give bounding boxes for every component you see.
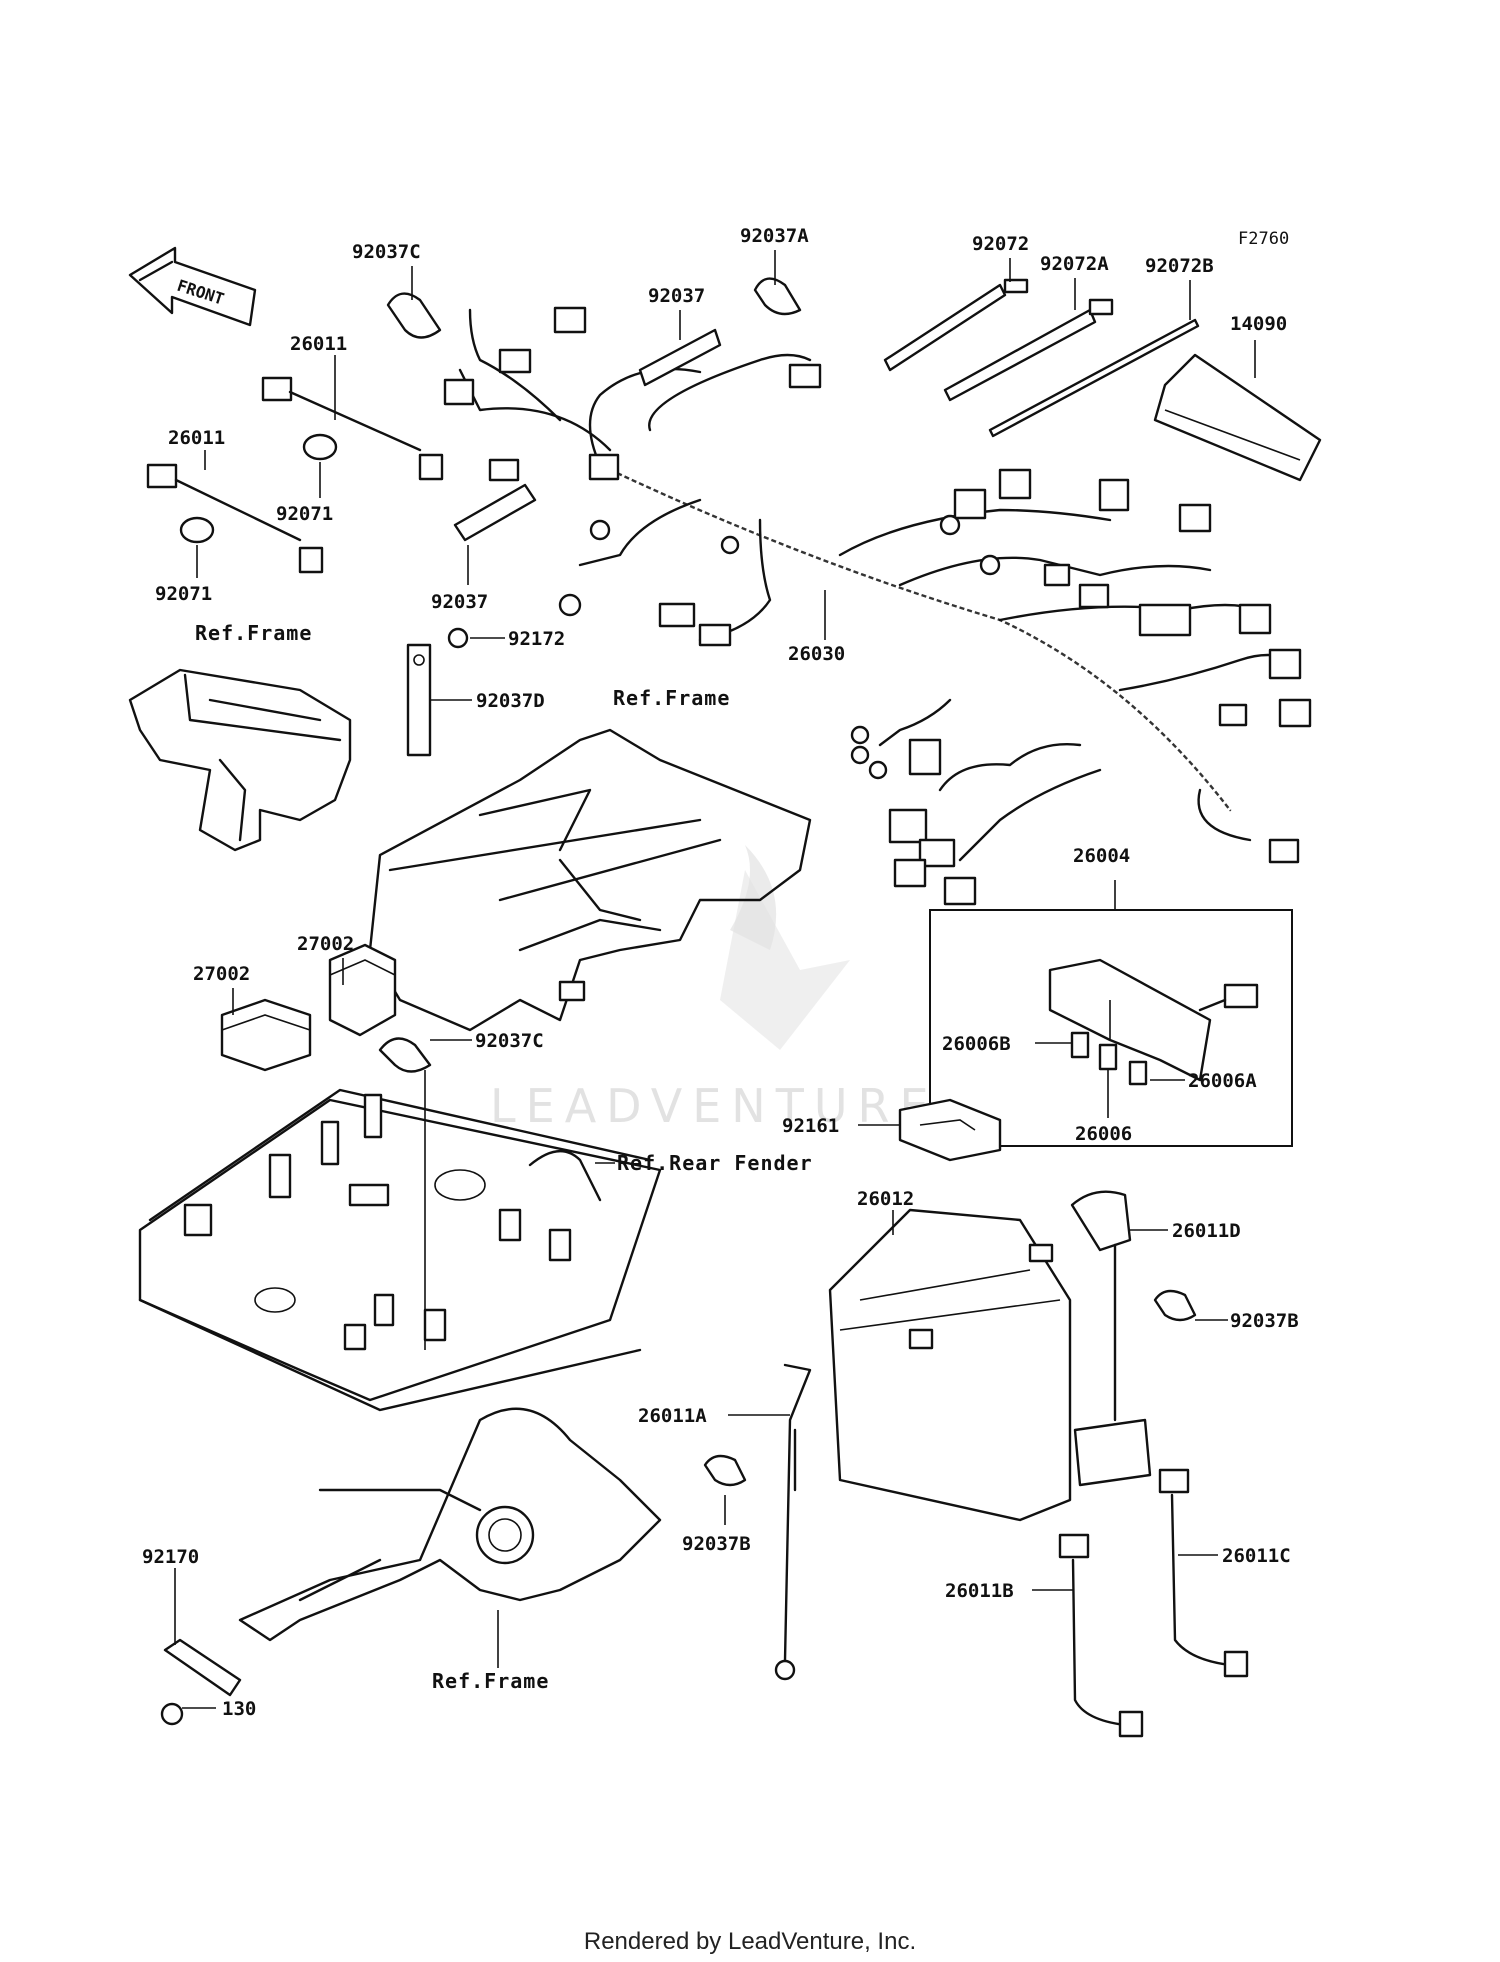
cable-26011A — [774, 1363, 812, 1681]
sub-harness-26011-lower — [146, 463, 324, 574]
cable-26011C — [1158, 1468, 1249, 1678]
label-27002-lower: 27002 — [193, 963, 250, 985]
stay-92170 — [163, 1638, 242, 1697]
tie-92072 — [883, 278, 1029, 372]
clamp-92037C-top — [386, 292, 442, 339]
tie-92072A — [943, 298, 1114, 402]
label-92037A: 92037A — [740, 225, 809, 247]
label-92037-mid: 92037 — [431, 591, 488, 613]
junction-box-26004 — [1048, 958, 1259, 1082]
cover-14090 — [1153, 353, 1322, 482]
band-92037-top — [638, 328, 722, 387]
sub-harness-26011-upper — [261, 376, 444, 481]
label-92037C-top: 92037C — [352, 241, 421, 263]
label-92037C-mid: 92037C — [475, 1030, 544, 1052]
label-92072B: 92072B — [1145, 255, 1214, 277]
label-26011B: 26011B — [945, 1580, 1014, 1602]
label-92170: 92170 — [142, 1546, 199, 1568]
label-26006B: 26006B — [942, 1033, 1011, 1055]
grommet-92071-lower — [179, 516, 215, 544]
group-box-26004 — [929, 909, 1293, 1147]
label-14090: 14090 — [1230, 313, 1287, 335]
label-92037: 92037 — [648, 285, 705, 307]
label-92161: 92161 — [782, 1115, 839, 1137]
frame-lower-left — [238, 1407, 662, 1642]
cable-26011B — [1058, 1533, 1144, 1738]
label-92071-lower: 92071 — [155, 583, 212, 605]
label-26011-upper: 26011 — [290, 333, 347, 355]
part-labels: 92037C 92037A 92037 92072 92072A 92072B … — [142, 225, 1299, 1720]
grommet-92071-upper — [302, 433, 338, 461]
bolt-130 — [160, 1702, 184, 1726]
fuse-26006 — [1098, 1043, 1118, 1071]
label-26030: 26030 — [788, 643, 845, 665]
label-130: 130 — [222, 1698, 256, 1720]
leader-lines — [174, 250, 1256, 1709]
diagram-code: F2760 — [1238, 229, 1289, 249]
watermark: LEADVENTURE — [490, 845, 939, 1133]
footer-credit: Rendered by LeadVenture, Inc. — [583, 1928, 917, 1955]
cable-26011D — [1070, 1190, 1152, 1487]
relay-27002-lower — [220, 998, 312, 1072]
label-92072A: 92072A — [1040, 253, 1109, 275]
clamp-92037B-left — [703, 1454, 747, 1487]
label-26006A: 26006A — [1188, 1070, 1257, 1092]
frame-center — [368, 728, 812, 1032]
label-26011-lower: 26011 — [168, 427, 225, 449]
label-26004: 26004 — [1073, 845, 1130, 867]
label-26011C: 26011C — [1222, 1545, 1291, 1567]
clamp-92037C-mid — [378, 1037, 432, 1350]
label-92037B-left: 92037B — [682, 1533, 751, 1555]
watermark-text: LEADVENTURE — [490, 1079, 939, 1133]
ref-frame-lower: Ref.Frame — [432, 1669, 549, 1693]
battery-26012 — [828, 1208, 1072, 1522]
label-92172: 92172 — [508, 628, 565, 650]
fuse-26006A — [1128, 1060, 1148, 1086]
label-26011D: 26011D — [1172, 1220, 1241, 1242]
label-92071-upper: 92071 — [276, 503, 333, 525]
clamp-92037B-right — [1153, 1289, 1197, 1322]
fuse-26006B — [1070, 1031, 1090, 1059]
band-92037-mid — [453, 483, 537, 542]
tie-92072B — [988, 318, 1200, 438]
label-27002-upper: 27002 — [297, 933, 354, 955]
ref-frame-center: Ref.Frame — [613, 686, 730, 710]
label-26006: 26006 — [1075, 1123, 1132, 1145]
case-92161 — [898, 1098, 1002, 1162]
front-arrow-icon: FRONT — [128, 246, 257, 327]
rear-fender-tray — [138, 1088, 662, 1412]
label-92037D: 92037D — [476, 690, 545, 712]
clamp-92037A — [753, 277, 802, 316]
relay-27002-upper — [328, 943, 397, 1037]
frame-upper-left — [128, 668, 352, 852]
label-92072: 92072 — [972, 233, 1029, 255]
label-26011A: 26011A — [638, 1405, 707, 1427]
ref-frame-upper-left: Ref.Frame — [195, 621, 312, 645]
wire-harness-26030 — [443, 306, 1312, 906]
label-26012: 26012 — [857, 1188, 914, 1210]
ref-rear-fender: Ref.Rear Fender — [617, 1151, 813, 1175]
label-92037B-right: 92037B — [1230, 1310, 1299, 1332]
screw-92172 — [447, 627, 469, 649]
band-92037D — [406, 643, 432, 757]
reference-labels: Ref.Frame Ref.Frame Ref.Rear Fender Ref.… — [195, 621, 813, 1693]
